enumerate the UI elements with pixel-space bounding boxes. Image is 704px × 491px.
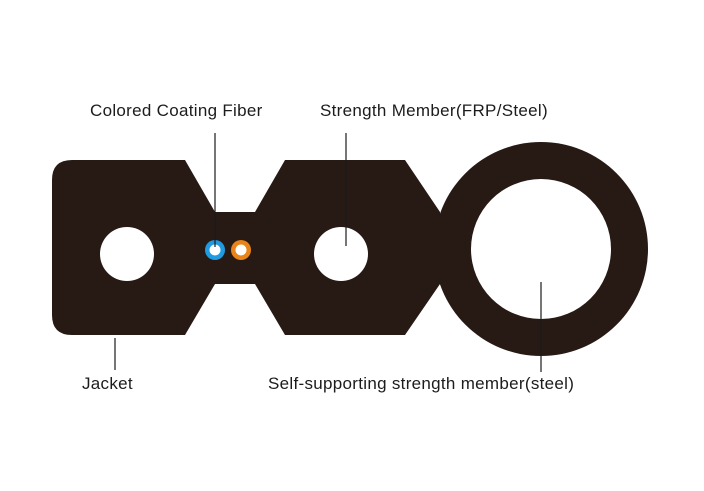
self-supporting-member-hole <box>471 179 611 319</box>
label-jacket: Jacket <box>82 374 133 393</box>
fiber-orange <box>231 240 251 260</box>
label-colored-coating-fiber: Colored Coating Fiber <box>90 101 263 120</box>
label-self-supporting-member: Self-supporting strength member(steel) <box>268 374 574 393</box>
strength-member-hole <box>314 227 368 281</box>
fiber-blue <box>205 240 225 260</box>
left-strength-member-hole <box>100 227 154 281</box>
label-strength-member: Strength Member(FRP/Steel) <box>320 101 548 120</box>
